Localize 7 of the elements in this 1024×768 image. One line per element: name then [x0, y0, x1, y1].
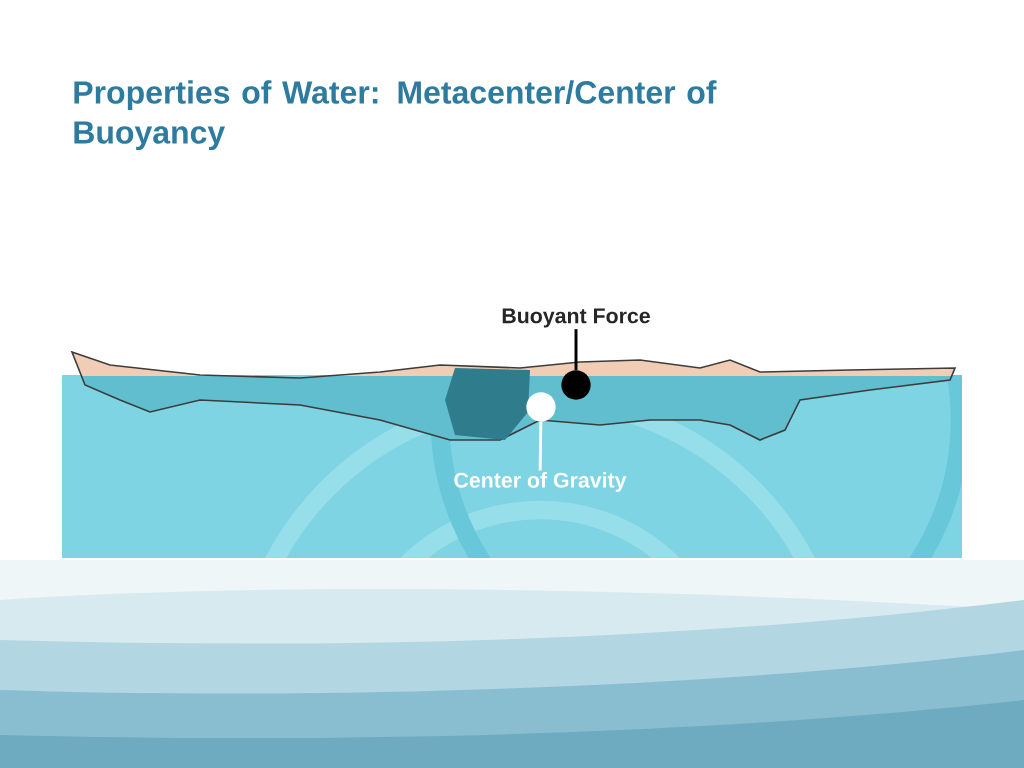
label: Buoyant Force: [502, 308, 650, 328]
leader-line: [574, 329, 578, 371]
label: Center of Gravity: [454, 472, 627, 492]
slide-title: Properties of Water: Metacenter/Center of Buoyancy: [74, 80, 717, 151]
leader-line: [538, 421, 543, 471]
marker-dot: [526, 392, 556, 422]
marker-dot: [561, 370, 591, 400]
